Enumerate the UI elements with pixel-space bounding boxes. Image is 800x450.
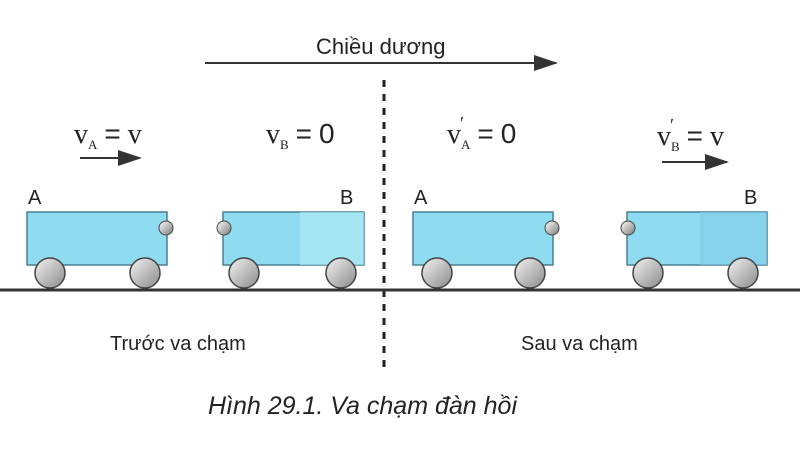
wheel — [228, 257, 260, 289]
cart-b-after-label: B — [744, 187, 758, 209]
after-collision-label: Sau va chạm — [521, 333, 638, 355]
wheel — [632, 257, 664, 289]
bumper — [158, 220, 174, 236]
velocity-after-a: v′A = 0 — [447, 113, 517, 152]
wheel — [514, 257, 546, 289]
bumper — [544, 220, 560, 236]
before-collision-label: Trước va chạm — [110, 333, 246, 355]
bumper — [216, 220, 232, 236]
cart-b-before-label: B — [340, 187, 354, 209]
positive-direction-label: Chiều dương — [316, 34, 446, 59]
velocity-before-b: vB = 0 — [266, 118, 335, 152]
velocity-after-b: v′B = v — [657, 115, 725, 154]
cart-a-before-label: A — [28, 187, 42, 209]
wheel — [129, 257, 161, 289]
cart-b-before — [216, 211, 365, 289]
cart-a-after — [412, 211, 560, 289]
cart-b-after — [620, 211, 768, 289]
wheel — [421, 257, 453, 289]
cart-a-before — [26, 211, 174, 289]
wheel — [34, 257, 66, 289]
wheel — [727, 257, 759, 289]
velocity-before-a: vA = v — [74, 118, 142, 152]
bumper — [620, 220, 636, 236]
cart-a-after-label: A — [414, 187, 428, 209]
figure-caption: Hình 29.1. Va chạm đàn hồi — [208, 392, 517, 420]
wheel — [325, 257, 357, 289]
